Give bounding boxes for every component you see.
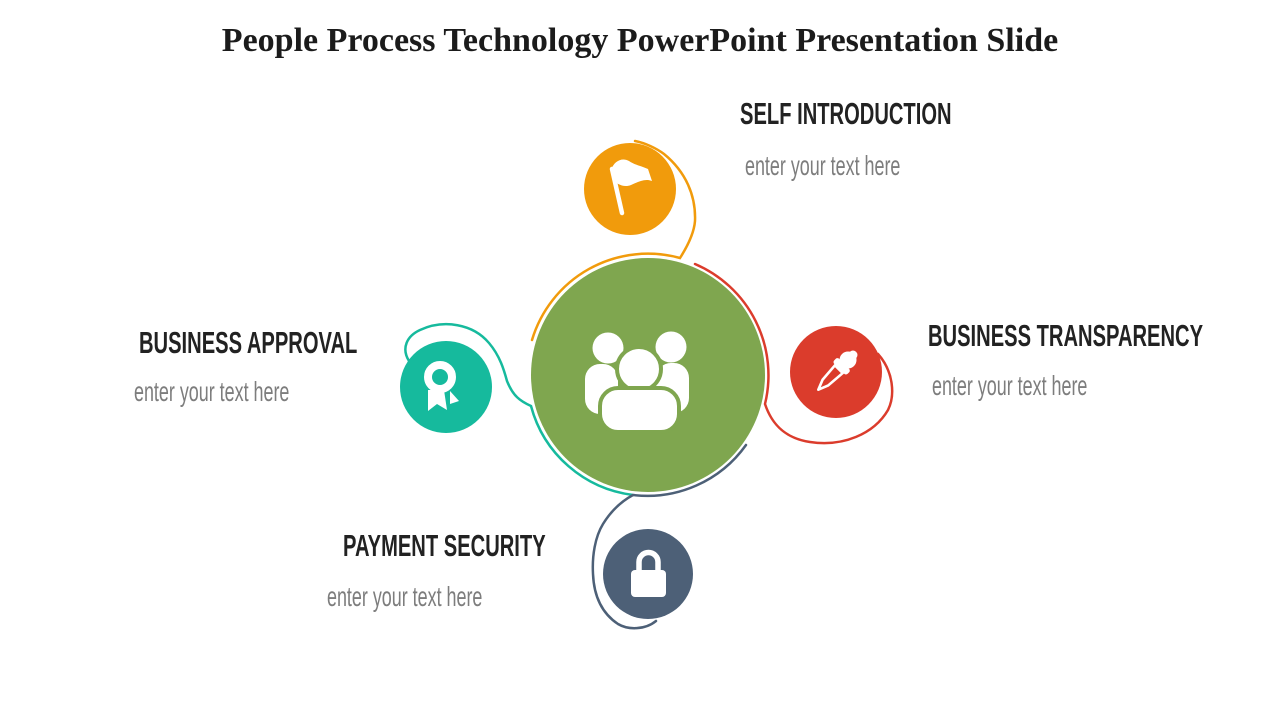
people-group-icon <box>585 331 689 434</box>
placeholder-business-approval: enter your text here <box>134 376 290 407</box>
swirl-left <box>404 323 635 497</box>
flag-icon <box>609 159 652 216</box>
slide-title: People Process Technology PowerPoint Pre… <box>221 22 1059 59</box>
circle-self-introduction <box>584 143 676 235</box>
eyedropper-icon <box>817 350 858 391</box>
swirl-right <box>693 262 894 445</box>
label-self-introduction: SELF INTRODUCTION <box>740 96 952 131</box>
label-payment-security: PAYMENT SECURITY <box>343 528 546 563</box>
placeholder-business-transparency: enter your text here <box>932 370 1088 401</box>
label-business-transparency: BUSINESS TRANSPARENCY <box>928 318 1204 353</box>
label-business-approval: BUSINESS APPROVAL <box>139 325 358 360</box>
padlock-icon <box>631 549 666 597</box>
circle-business-transparency <box>790 326 882 418</box>
swirl-bottom <box>591 443 748 630</box>
placeholder-self-introduction: enter your text here <box>745 150 901 181</box>
swirl-top <box>530 139 697 342</box>
placeholder-payment-security: enter your text here <box>327 581 483 612</box>
award-ribbon-icon <box>424 361 459 411</box>
